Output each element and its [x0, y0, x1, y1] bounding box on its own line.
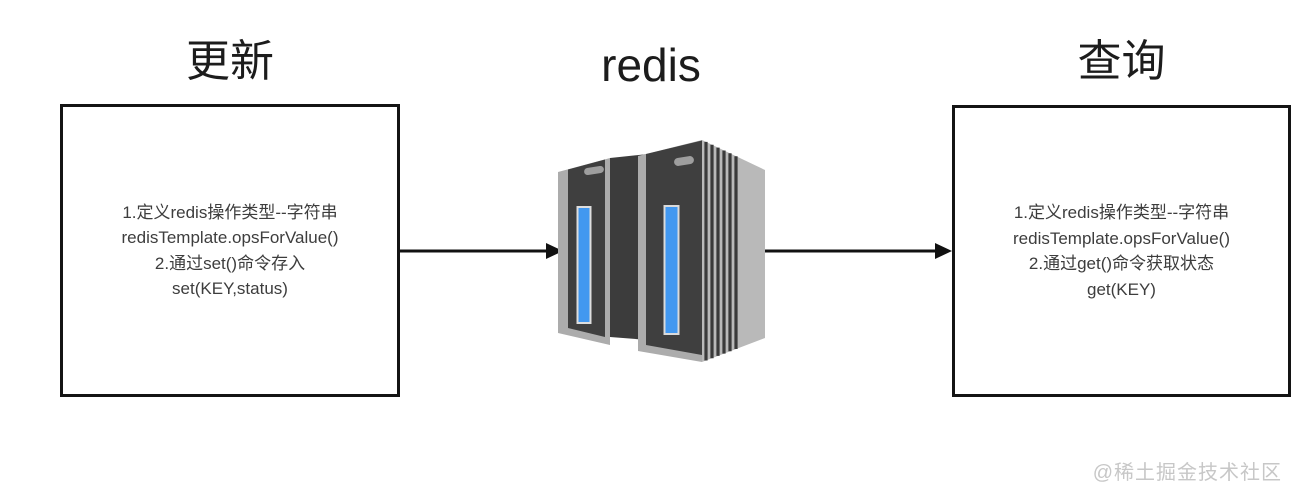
- redis-server-icon: [558, 140, 765, 362]
- arrow-redis-to-query-icon: [762, 243, 952, 259]
- update-box-line: redisTemplate.opsForValue(): [121, 228, 339, 247]
- query-box-line: 2.通过get()命令获取状态: [1028, 254, 1215, 273]
- update-box-line: 2.通过set()命令存入: [154, 253, 306, 273]
- query-box-line: redisTemplate.opsForValue(): [1013, 228, 1230, 248]
- query-box-line: get(KEY): [1087, 279, 1156, 299]
- query-box-text: 1.定义redis操作类型--字符串 redisTemplate.opsForV…: [1013, 200, 1230, 302]
- query-box: 1.定义redis操作类型--字符串 redisTemplate.opsForV…: [952, 105, 1291, 397]
- update-box: 1.定义redis操作类型--字符串 redisTemplate.opsForV…: [60, 104, 400, 397]
- watermark: @稀土掘金技术社区: [1092, 462, 1282, 484]
- update-box-text: 1.定义redis操作类型--字符串 redisTemplate.opsForV…: [122, 200, 339, 302]
- title-update: 更新: [186, 37, 274, 86]
- title-query: 查询: [1077, 37, 1166, 86]
- update-box-line: 1.定义redis操作类型--字符串: [122, 202, 338, 222]
- query-box-line: 1.定义redis操作类型--字符串: [1013, 203, 1230, 222]
- update-box-line: set(KEY,status): [172, 279, 288, 298]
- title-redis: redis: [601, 39, 701, 91]
- arrow-update-to-redis-icon: [400, 243, 563, 259]
